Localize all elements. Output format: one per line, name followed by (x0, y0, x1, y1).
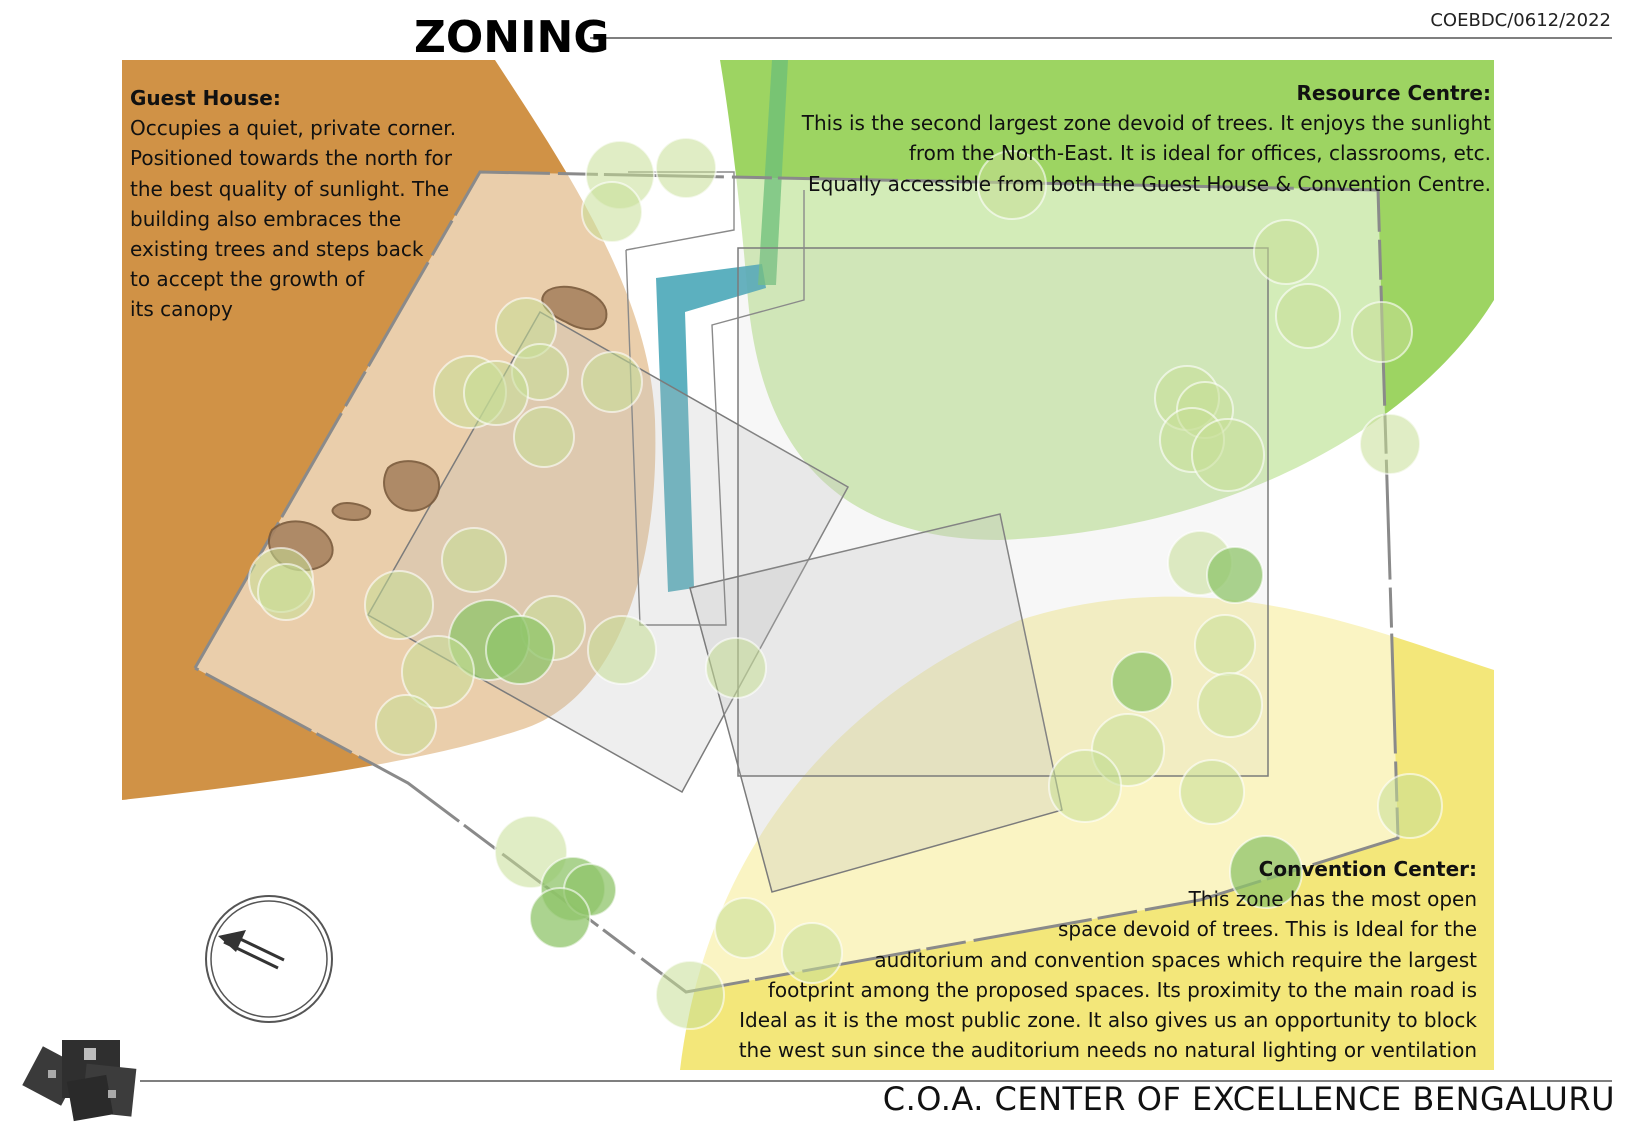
tree-canopy (1179, 759, 1245, 825)
tree-canopy (587, 615, 657, 685)
tree-canopy (781, 922, 843, 984)
tree-canopy (1197, 672, 1263, 738)
tree-canopy (513, 406, 575, 468)
guest-house-line: the best quality of sunlight. The (130, 176, 450, 201)
guest-house-heading: Guest House: (130, 86, 281, 110)
guest-house-line: Positioned towards the north for (130, 146, 452, 171)
rock-2 (383, 460, 441, 512)
convention-center-line: Ideal as it is the most public zone. It … (739, 1008, 1477, 1033)
drawing-code: COEBDC/0612/2022 (1430, 10, 1611, 31)
guest-house-line: its canopy (130, 297, 233, 322)
guest-house-line: existing trees and steps back (130, 237, 424, 262)
tree-canopy (485, 615, 555, 685)
page-title: ZONING (414, 12, 610, 63)
tree-canopy (1359, 413, 1421, 475)
tree-canopy (655, 960, 725, 1030)
tree-canopy (1191, 418, 1265, 492)
tree-canopy (1229, 835, 1303, 909)
tree-canopy (1275, 283, 1341, 349)
tree-canopy (1351, 301, 1413, 363)
tree-canopy (581, 181, 643, 243)
tree-canopy (1111, 651, 1173, 713)
tree-canopy (1048, 749, 1122, 823)
tree-canopy (401, 635, 475, 709)
convention-center-heading: Convention Center: (1258, 857, 1477, 881)
convention-center-line: This zone has the most open (1188, 887, 1477, 912)
water-channel (656, 264, 766, 592)
tree-canopy (977, 150, 1047, 220)
resource-centre-line: Equally accessible from both the Guest H… (808, 171, 1491, 196)
resource-centre-heading: Resource Centre: (1296, 81, 1491, 105)
convention-center-description: Convention Center: This zone has the mos… (739, 854, 1477, 1065)
block-outline-c (737, 247, 1269, 777)
tree-canopy (1206, 546, 1264, 604)
tree-canopy (257, 563, 315, 621)
green-strip (758, 60, 788, 285)
rock-3 (331, 502, 372, 521)
tree-group (248, 137, 1443, 1030)
tree-canopy (364, 570, 434, 640)
tree-canopy (1253, 219, 1319, 285)
tree-canopy (375, 694, 437, 756)
key-plan-thumbnail (22, 1040, 137, 1122)
convention-center-line: the west sun since the auditorium needs … (738, 1038, 1477, 1063)
tree-canopy (581, 351, 643, 413)
tree-canopy (1194, 614, 1256, 676)
convention-center-line: footprint among the proposed spaces. Its… (767, 977, 1477, 1002)
project-title: C.O.A. CENTER OF EXCELLENCE BENGALURU (882, 1080, 1615, 1118)
guest-house-line: building also embraces the (130, 206, 402, 231)
path-outline-2 (625, 190, 805, 626)
tree-canopy (714, 897, 776, 959)
resource-centre-line: This is the second largest zone devoid o… (801, 111, 1491, 136)
guest-house-line: to accept the growth of (130, 267, 365, 292)
guest-house-line: Occupies a quiet, private corner. (130, 116, 457, 141)
guest-house-description: Guest House: Occupies a quiet, private c… (130, 83, 456, 325)
tree-canopy (1377, 773, 1443, 839)
tree-canopy (441, 527, 507, 593)
resource-centre-description: Resource Centre: This is the second larg… (802, 78, 1491, 199)
tree-canopy (529, 887, 591, 949)
north-arrow-icon (205, 895, 333, 1023)
convention-center-line: space devoid of trees. This is Ideal for… (1057, 917, 1477, 942)
resource-centre-line: from the North-East. It is ideal for off… (908, 141, 1491, 166)
convention-center-line: auditorium and convention spaces which r… (874, 947, 1477, 972)
tree-canopy (705, 637, 767, 699)
tree-canopy (655, 137, 717, 199)
tree-canopy (463, 360, 529, 426)
